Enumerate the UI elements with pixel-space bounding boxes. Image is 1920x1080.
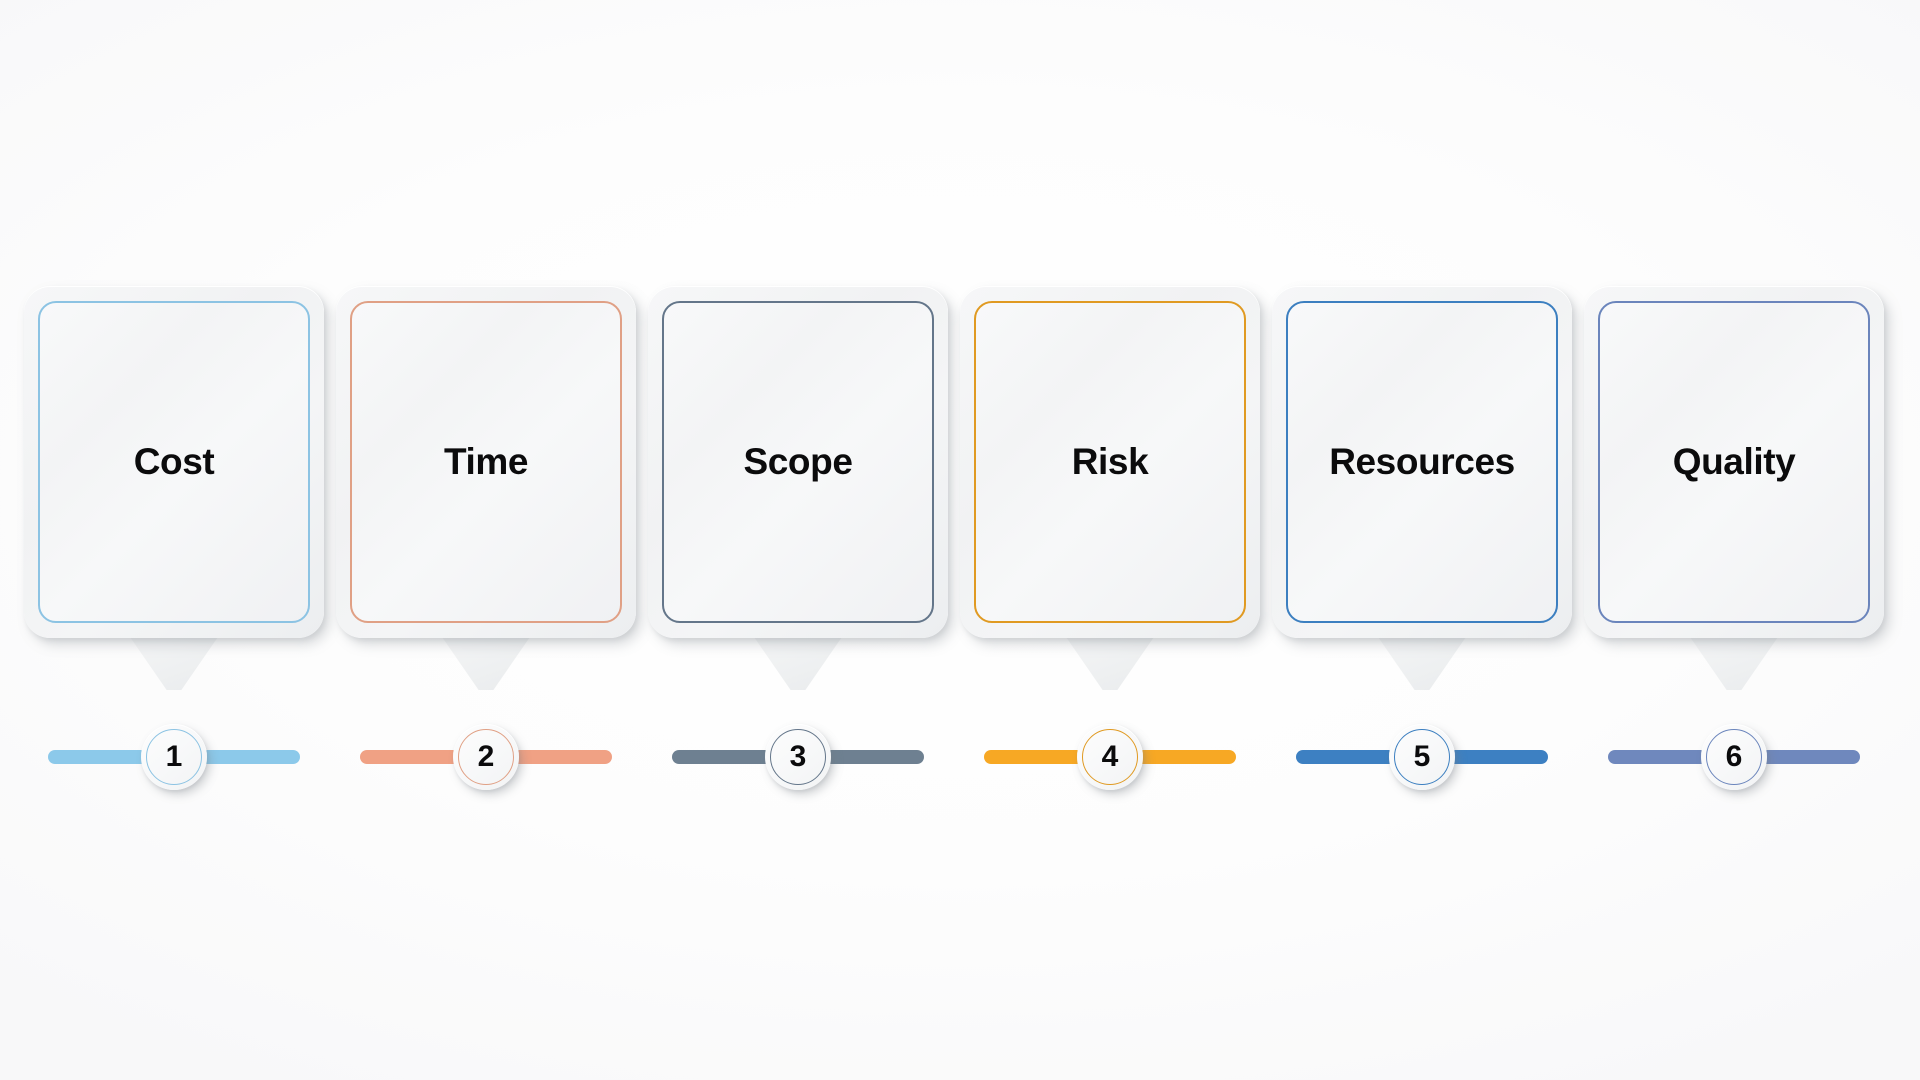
step-number-badge-5[interactable]: 5	[1389, 724, 1455, 790]
step-number-label-5: 5	[1413, 740, 1431, 773]
track-unit-6: 6	[1584, 714, 1884, 800]
step-card-label-6: Quality	[1672, 441, 1796, 482]
step-card-6[interactable]: Quality	[1584, 286, 1884, 690]
step-card-5[interactable]: Resources	[1272, 286, 1572, 690]
step-cards-row: Cost Time Scope	[24, 286, 1896, 690]
step-number-badge-6[interactable]: 6	[1701, 724, 1767, 790]
step-number-badge-2[interactable]: 2	[453, 724, 519, 790]
step-card-shell-6: Quality	[1584, 286, 1884, 638]
step-card-2[interactable]: Time	[336, 286, 636, 690]
step-number-label-1: 1	[165, 740, 183, 773]
step-number-badge-4[interactable]: 4	[1077, 724, 1143, 790]
step-card-inner-2: Time	[350, 301, 622, 623]
step-number-label-3: 3	[789, 740, 807, 773]
step-card-label-1: Cost	[133, 441, 215, 482]
step-card-shell-5: Resources	[1272, 286, 1572, 638]
track-unit-2: 2	[336, 714, 636, 800]
track-unit-3: 3	[648, 714, 948, 800]
step-number-badge-3[interactable]: 3	[765, 724, 831, 790]
step-card-label-5: Resources	[1329, 441, 1515, 482]
step-card-inner-1: Cost	[38, 301, 310, 623]
track-unit-4: 4	[960, 714, 1260, 800]
step-number-track: 1 2 3 4	[24, 714, 1896, 800]
step-card-tail-4	[1064, 634, 1156, 690]
step-card-inner-5: Resources	[1286, 301, 1558, 623]
step-card-label-2: Time	[443, 441, 529, 482]
step-card-tail-3	[752, 634, 844, 690]
step-card-tail-1	[128, 634, 220, 690]
step-card-tail-6	[1688, 634, 1780, 690]
step-card-label-3: Scope	[743, 441, 853, 482]
track-unit-1: 1	[24, 714, 324, 800]
step-card-shell-2: Time	[336, 286, 636, 638]
step-card-4[interactable]: Risk	[960, 286, 1260, 690]
step-card-shell-1: Cost	[24, 286, 324, 638]
step-card-shell-4: Risk	[960, 286, 1260, 638]
step-card-1[interactable]: Cost	[24, 286, 324, 690]
step-card-tail-2	[440, 634, 532, 690]
step-number-label-6: 6	[1725, 740, 1743, 773]
step-card-inner-3: Scope	[662, 301, 934, 623]
step-number-badge-1[interactable]: 1	[141, 724, 207, 790]
step-card-3[interactable]: Scope	[648, 286, 948, 690]
track-unit-5: 5	[1272, 714, 1572, 800]
step-card-shell-3: Scope	[648, 286, 948, 638]
step-card-inner-4: Risk	[974, 301, 1246, 623]
step-card-label-4: Risk	[1071, 441, 1149, 482]
step-card-inner-6: Quality	[1598, 301, 1870, 623]
step-number-label-4: 4	[1101, 740, 1119, 773]
step-card-tail-5	[1376, 634, 1468, 690]
step-number-label-2: 2	[477, 740, 495, 773]
